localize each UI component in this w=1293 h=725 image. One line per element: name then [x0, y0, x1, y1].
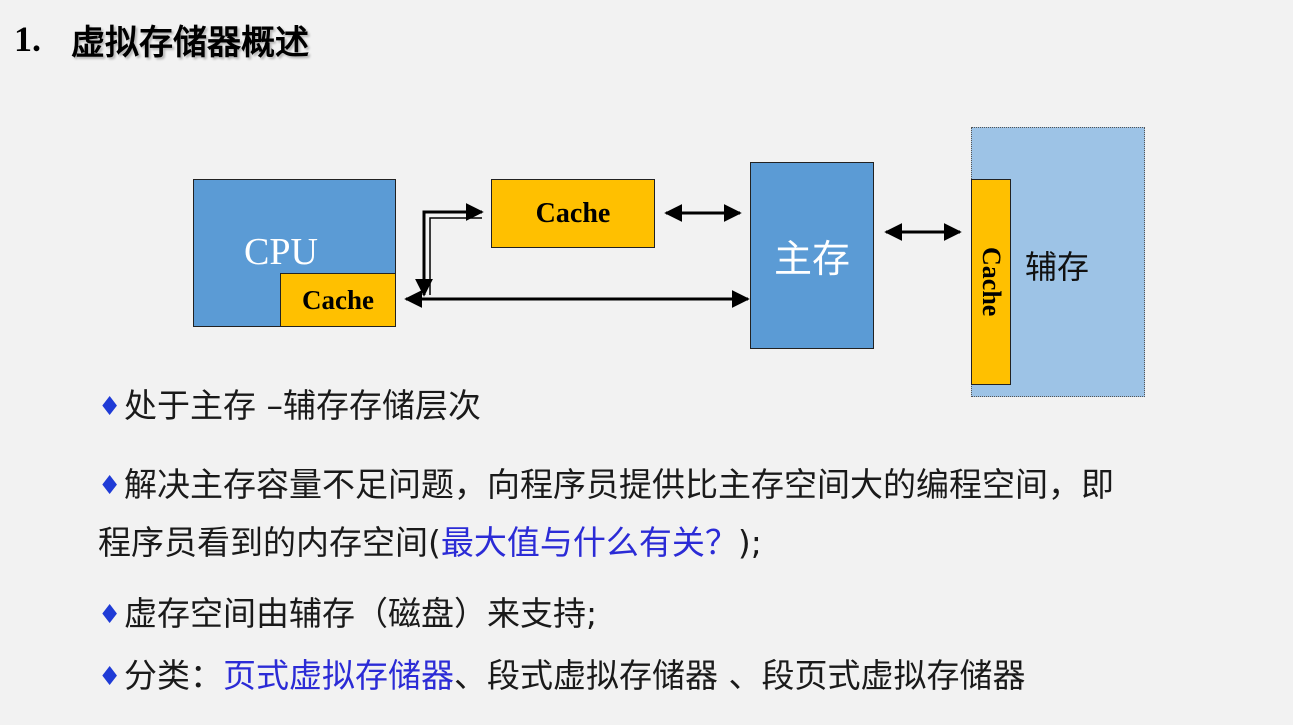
bullet-2-line2-post: ); [737, 523, 762, 562]
bullet-2-line2-pre: 程序员看到的内存空间( [98, 523, 441, 562]
bullet-4: ♦分类：页式虚拟存储器、段式虚拟存储器 、段页式虚拟存储器 [98, 647, 1026, 706]
bullet-4-highlight: 页式虚拟存储器 [223, 656, 454, 695]
bullet-4-pre: 分类： [124, 656, 223, 695]
bullet-3-text: 虚存空间由辅存（磁盘）来支持; [124, 594, 598, 633]
aux-cache-label: Cache [977, 247, 1006, 317]
bullet-1: ♦处于主存 –辅存存储层次 [98, 377, 481, 436]
main-memory-label: 主存 [773, 237, 850, 281]
title-number: 1. [14, 19, 41, 59]
cache-box: Cache [491, 179, 655, 248]
diamond-icon: ♦ [98, 662, 122, 692]
bullet-2: ♦解决主存容量不足问题，向程序员提供比主存空间大的编程空间，即 [98, 456, 1114, 515]
cpu-to-cache-arrow [415, 203, 484, 297]
cache-label: Cache [535, 197, 611, 229]
bullet-2-line1: 解决主存容量不足问题，向程序员提供比主存空间大的编程空间，即 [124, 465, 1114, 504]
diamond-icon: ♦ [98, 600, 122, 630]
cpu-cache-box: Cache [280, 273, 396, 327]
diamond-icon: ♦ [98, 392, 122, 422]
cpu-label: CPU [244, 231, 318, 273]
bullet-2-highlight: 最大值与什么有关？ [440, 523, 738, 562]
page-title: 1. 虚拟存储器概述 [14, 14, 309, 64]
title-text: 虚拟存储器概述 [71, 22, 309, 63]
bullet-4-post: 、段式虚拟存储器 、段页式虚拟存储器 [454, 656, 1026, 695]
aux-cache-box: Cache [971, 179, 1011, 385]
diamond-icon: ♦ [98, 471, 122, 501]
aux-memory-label: 辅存 [1025, 248, 1090, 286]
main-memory-box: 主存 [750, 162, 874, 349]
bullet-1-text: 处于主存 –辅存存储层次 [124, 386, 481, 425]
cpu-cache-label: Cache [302, 284, 374, 315]
aux-memory-box: 辅存 [971, 127, 1145, 397]
bullet-2-continuation: 程序员看到的内存空间(最大值与什么有关？); [98, 514, 762, 572]
bullet-3: ♦虚存空间由辅存（磁盘）来支持; [98, 585, 597, 644]
